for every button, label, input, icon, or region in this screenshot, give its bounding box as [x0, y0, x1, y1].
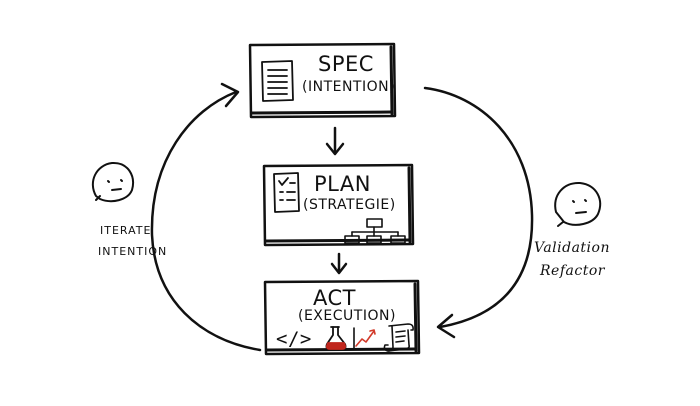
side-label-right-line1: Validation: [534, 240, 610, 256]
person-face-icon: [91, 161, 134, 203]
person-face-icon: [554, 181, 602, 227]
arrow-plan-to-act: [330, 252, 348, 275]
act-subtitle: (EXECUTION): [298, 308, 396, 324]
arrow-spec-to-act: [423, 86, 534, 339]
spec-title: SPEC: [318, 52, 374, 76]
spec-subtitle: (INTENTION): [302, 79, 396, 95]
plan-subtitle: (STRATEGIE): [303, 197, 396, 213]
document-icon: [261, 60, 294, 102]
side-label-left-line1: ITERATE: [100, 224, 152, 237]
org-chart-icon: [344, 218, 406, 244]
scroll-icon: [383, 323, 414, 352]
chart-icon: [353, 327, 377, 350]
plan-title: PLAN: [314, 172, 371, 196]
spec-box: [248, 42, 397, 119]
checklist-icon: [273, 172, 300, 213]
arrow-act-to-spec: [150, 82, 262, 352]
code-icon: </>: [276, 328, 312, 350]
side-label-left-line2: INTENTION: [98, 245, 168, 258]
act-title: ACT: [313, 286, 356, 310]
arrow-spec-to-plan: [325, 126, 345, 156]
flask-icon: [325, 326, 347, 350]
side-label-right-line2: Refactor: [540, 263, 605, 279]
plan-box: [262, 163, 415, 247]
